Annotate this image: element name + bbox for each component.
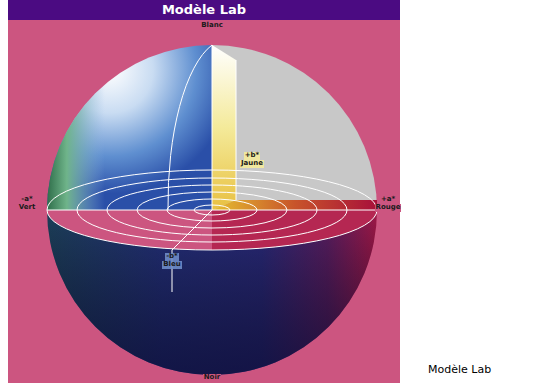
- ground-panel: [8, 0, 400, 383]
- axis-label: Vert: [18, 204, 37, 212]
- axis-label: Noir: [203, 374, 222, 382]
- red-face: [212, 200, 377, 210]
- axis-label: -a*: [20, 196, 33, 204]
- title-bar: [8, 0, 400, 20]
- axis-label: Jaune: [240, 160, 264, 168]
- title: Modèle Lab: [14, 3, 394, 17]
- axis-label: -b*: [165, 253, 179, 261]
- axis-label: +b*: [244, 152, 261, 160]
- axis-label: Bleu: [162, 261, 181, 269]
- axis-label: Rouge: [375, 204, 402, 212]
- axis-label: +a*: [380, 196, 396, 204]
- axes: [47, 45, 377, 292]
- axis-label: Blanc: [200, 22, 224, 30]
- caption: Modèle Lab: [428, 364, 491, 376]
